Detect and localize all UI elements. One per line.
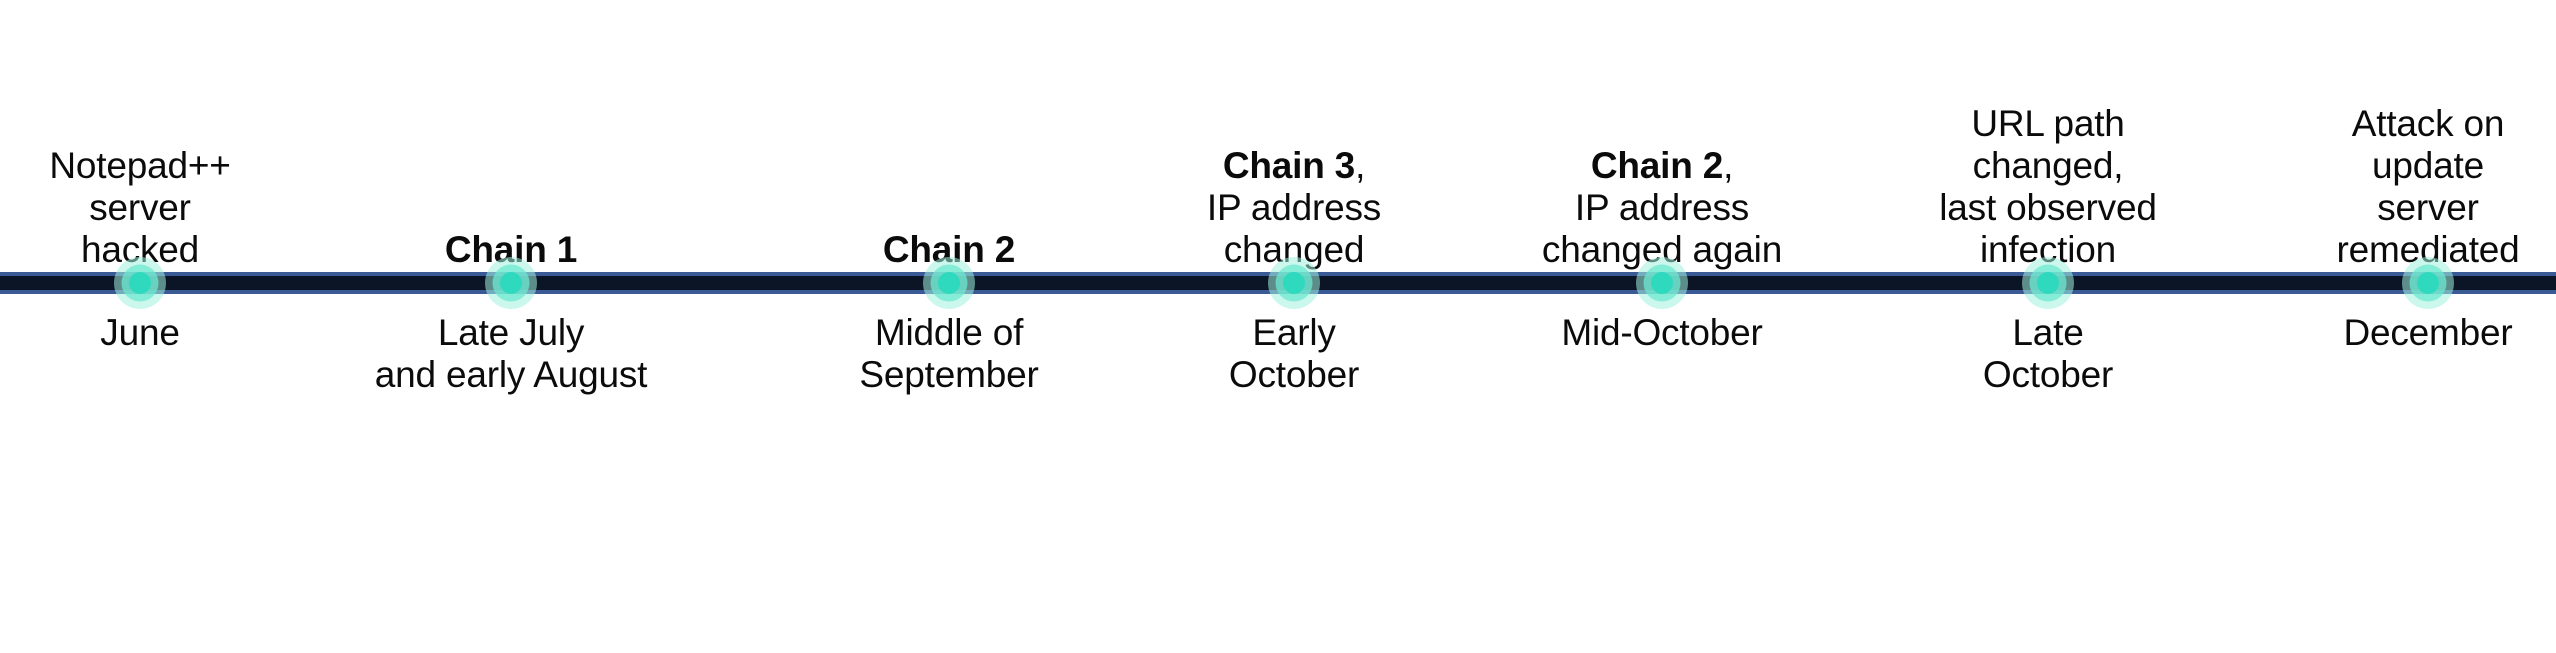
event-6-description: URL path changed, last observed infectio… bbox=[1939, 103, 2157, 270]
event-7-date: December bbox=[2343, 312, 2513, 353]
event-3-date: Middle of September bbox=[859, 312, 1039, 395]
event-2-date: Late July and early August bbox=[374, 312, 648, 395]
event-1-description: Notepad++ server hacked bbox=[49, 145, 231, 270]
marker-core-dot-icon bbox=[500, 272, 522, 294]
event-7-description: Attack on update server remediated bbox=[2336, 103, 2520, 270]
event-6-date: Late October bbox=[1982, 312, 2114, 395]
marker-core-dot-icon bbox=[2417, 272, 2439, 294]
marker-core-dot-icon bbox=[1651, 272, 1673, 294]
marker-core-dot-icon bbox=[2037, 272, 2059, 294]
event-4-chain-label: Chain 3 bbox=[1222, 145, 1356, 186]
marker-core-dot-icon bbox=[1283, 272, 1305, 294]
event-5-chain-label: Chain 2 bbox=[1590, 145, 1724, 186]
event-4-description: Chain 3, IP address changed bbox=[1206, 145, 1382, 270]
event-1-date: June bbox=[100, 312, 180, 353]
event-5-date: Mid-October bbox=[1561, 312, 1763, 353]
event-4-date: Early October bbox=[1228, 312, 1360, 395]
marker-core-dot-icon bbox=[938, 272, 960, 294]
marker-core-dot-icon bbox=[129, 272, 151, 294]
event-5-description: Chain 2, IP address changed again bbox=[1541, 145, 1783, 270]
